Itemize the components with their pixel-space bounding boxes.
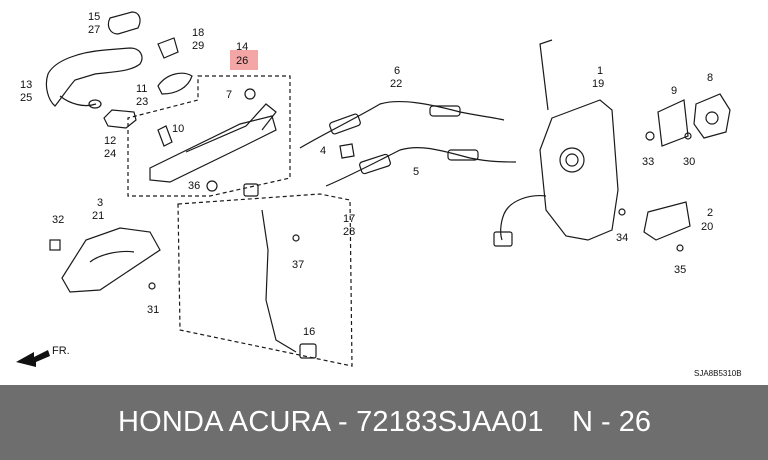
parts-diagram: FR. 15 27 18 29 14 26 13 25 11 23 12 24 … [16, 11, 742, 378]
callout-11-top: 11 [136, 83, 147, 95]
callout-1-bottom: 19 [592, 78, 604, 90]
label-8: 8 [707, 72, 713, 84]
callout-1-top: 1 [597, 65, 603, 77]
callout-11-bottom: 23 [136, 96, 148, 108]
callout-17-top: 17 [343, 213, 355, 225]
label-31: 31 [147, 304, 159, 316]
label-36: 36 [188, 180, 200, 192]
label-35: 35 [674, 264, 686, 276]
callout-12-bottom: 24 [104, 148, 116, 160]
label-7: 7 [226, 89, 232, 101]
front-arrow-icon: FR. [16, 345, 70, 367]
label-32: 32 [52, 214, 64, 226]
inner-handle-part [61, 227, 161, 293]
handle-base-part [149, 115, 277, 183]
handle-assembly-box [127, 75, 291, 197]
label-30: 30 [683, 156, 695, 168]
part-position: N - 26 [572, 406, 651, 438]
callout-14-top: 14 [236, 41, 248, 53]
label-10: 10 [172, 123, 184, 135]
rod-assembly-box [177, 193, 353, 367]
pad-part [103, 109, 137, 129]
part-title: HONDA ACURA - 72183SJAA01 [118, 406, 544, 438]
label-37: 37 [292, 259, 304, 271]
lock-cover-part [643, 201, 691, 241]
label-16: 16 [303, 326, 315, 338]
striker-part [693, 93, 731, 139]
lock-cylinder-rod [261, 209, 297, 353]
callout-15-bottom: 27 [88, 24, 100, 36]
cable-upper [299, 100, 505, 149]
label-33: 33 [642, 156, 654, 168]
callout-18-top: 18 [192, 27, 204, 39]
handle-cap-part [107, 11, 141, 35]
lock-harness [500, 195, 547, 241]
callout-15-top: 15 [88, 11, 100, 23]
callout-2-top: 2 [707, 207, 713, 219]
cable-lower [325, 147, 517, 187]
callout-3-bottom: 21 [92, 210, 104, 222]
parts-drawing [45, 11, 731, 367]
callout-12-top: 12 [104, 135, 116, 147]
outer-handle-part [45, 47, 143, 107]
label-34: 34 [616, 232, 628, 244]
callout-labels: 15 27 18 29 14 26 13 25 11 23 12 24 6 22… [20, 11, 713, 238]
highlight-box [230, 50, 258, 70]
callout-2-bottom: 20 [701, 221, 713, 233]
striker-cover-part [657, 99, 689, 147]
callout-13-bottom: 25 [20, 92, 32, 104]
part-banner: HONDA ACURA - 72183SJAA01 N - 26 [0, 385, 768, 460]
front-label: FR. [52, 345, 70, 357]
diagram-code: SJA8B5310B [694, 369, 742, 378]
label-9: 9 [671, 85, 677, 97]
callout-6-top: 6 [394, 65, 400, 77]
callout-17-bottom: 28 [343, 226, 355, 238]
callout-13-top: 13 [20, 79, 32, 91]
callout-14-bottom: 26 [236, 55, 248, 67]
protector-part [157, 72, 193, 95]
label-5: 5 [413, 166, 419, 178]
callout-3-top: 3 [97, 197, 103, 209]
lock-actuator-part [539, 39, 553, 111]
outer-handle-cable [59, 95, 97, 107]
grommet-part [157, 37, 179, 59]
callout-18-bottom: 29 [192, 40, 204, 52]
callout-6-bottom: 22 [390, 78, 402, 90]
label-4: 4 [320, 145, 326, 157]
single-labels: 7 10 36 4 5 9 8 33 30 32 31 37 16 34 35 [52, 72, 713, 338]
